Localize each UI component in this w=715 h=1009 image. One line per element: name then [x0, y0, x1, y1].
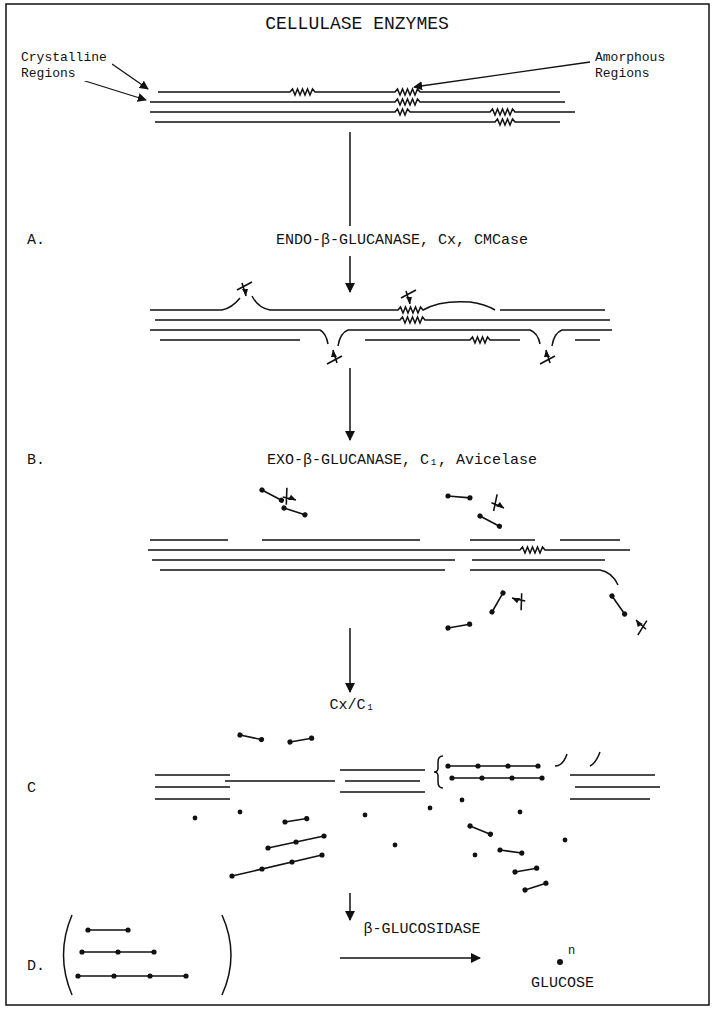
step-letter: B. [26, 452, 46, 470]
cellobiose-units [237, 732, 549, 893]
region-label: Amorphous Regions [594, 50, 670, 81]
diagram-title: CELLULASE ENZYMES [264, 14, 450, 36]
enzyme-symbols [237, 282, 555, 364]
step-letter: C [26, 780, 37, 798]
cellulose-fibres [150, 89, 575, 125]
product-label: GLUCOSE [530, 975, 595, 993]
exoglucanase-attack [148, 540, 630, 585]
enzyme-name: β-GLUCOSIDASE [362, 921, 481, 939]
step-letter: D. [26, 958, 46, 976]
enzyme-symbols [279, 488, 650, 635]
degraded-fibres [155, 752, 660, 876]
enzyme-name: Cx/C₁ [328, 697, 375, 715]
leader-lines [82, 62, 590, 100]
glucose-dots [193, 763, 568, 878]
enzyme-name: ENDO-β-GLUCANASE, Cx, CMCase [275, 232, 529, 250]
step-letter: A. [26, 232, 46, 250]
oligomer-dots [75, 927, 563, 978]
frame [6, 4, 709, 1005]
flow-arrows [340, 132, 480, 958]
endoglucanase-attack [150, 296, 612, 346]
region-label: Crystalline Regions [20, 50, 112, 81]
cellobiose-units [258, 486, 628, 631]
superscript: n [567, 944, 576, 958]
oligomer-bracket [64, 915, 232, 995]
enzyme-name: EXO-β-GLUCANASE, C₁, Avicelase [266, 452, 538, 470]
